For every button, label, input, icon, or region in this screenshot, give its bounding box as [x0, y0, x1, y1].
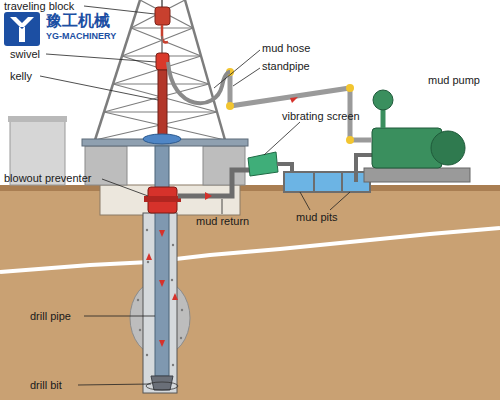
- part-label: traveling block: [4, 0, 74, 12]
- flow-arrows: [146, 230, 178, 347]
- leader-line: [102, 179, 148, 196]
- standpipe: [230, 72, 372, 140]
- substructure: [203, 146, 245, 185]
- rotary-table: [143, 134, 181, 144]
- brand-name: YG-MACHINERY: [46, 32, 116, 42]
- part-label: drill bit: [30, 379, 62, 391]
- part-label: mud pump: [428, 74, 480, 86]
- cellar: [100, 185, 240, 215]
- part-label: standpipe: [262, 60, 310, 72]
- leader-line: [300, 192, 310, 210]
- leader-line: [78, 384, 151, 385]
- leader-line: [40, 76, 158, 100]
- part-label: kelly: [10, 70, 32, 82]
- pit-divider: [313, 172, 315, 192]
- bop-flange: [144, 196, 181, 202]
- drill-bit: [151, 376, 173, 390]
- derrick-brace: [140, 0, 193, 28]
- cutting: [146, 229, 148, 231]
- part-label: drill pipe: [30, 310, 71, 322]
- part-label: mud hose: [262, 42, 310, 54]
- ground: [0, 185, 500, 400]
- part-label: mud return: [196, 215, 249, 227]
- leader-line: [84, 316, 155, 317]
- pipe-elbow: [226, 102, 234, 110]
- leader-lines: [40, 6, 350, 385]
- flow-arrow: [290, 97, 298, 103]
- cutting: [181, 309, 183, 311]
- cutting: [172, 244, 174, 246]
- flow-arrow: [205, 192, 212, 200]
- part-label: vibrating screen: [282, 110, 360, 122]
- logo-glyph: [10, 17, 34, 42]
- flow-arrow: [159, 230, 165, 237]
- flow-arrow: [172, 293, 178, 300]
- pipe-elbow: [346, 136, 354, 144]
- flow-arrow: [159, 340, 165, 347]
- derrick-brace: [122, 28, 193, 56]
- pulsation-dampener: [373, 90, 393, 110]
- derrick-brace: [104, 84, 209, 112]
- kelly: [158, 70, 167, 140]
- cutting: [171, 279, 173, 281]
- cutting: [147, 261, 149, 263]
- hook: [162, 25, 168, 42]
- bail: [161, 36, 163, 54]
- part-label: mud pits: [296, 211, 338, 223]
- derrick-brace: [131, 0, 185, 28]
- pipe-elbow: [346, 84, 354, 92]
- cutting: [146, 354, 148, 356]
- return-pipe: [178, 170, 250, 196]
- leader-line: [264, 122, 300, 155]
- cutting: [139, 329, 141, 331]
- logo-mark: [4, 12, 40, 46]
- pump-flywheel: [431, 131, 465, 165]
- leader-line: [222, 199, 223, 214]
- leader-line: [46, 54, 156, 62]
- part-label: blowout preventer: [4, 172, 91, 184]
- leader-line: [233, 68, 260, 86]
- building-roof: [8, 116, 67, 122]
- ground-surface: [0, 185, 500, 191]
- cutting: [180, 337, 182, 339]
- traveling-block: [155, 7, 170, 25]
- derrick: [95, 0, 225, 140]
- flow-arrow: [146, 253, 152, 260]
- pit-divider: [341, 172, 343, 192]
- ground-break: [0, 228, 500, 272]
- brand-name: 豫工机械: [46, 12, 110, 30]
- rotation-arrow: [146, 382, 178, 390]
- drill-pipe: [155, 146, 169, 376]
- flow-arrow: [159, 280, 165, 287]
- cutting: [172, 364, 174, 366]
- cutting: [137, 299, 139, 301]
- part-label: swivel: [10, 48, 40, 60]
- leader-line: [214, 50, 260, 88]
- pump-riser: [381, 108, 386, 128]
- vibrating-screen: [248, 152, 278, 176]
- leader-line: [330, 192, 350, 210]
- derrick-leg: [185, 0, 225, 140]
- pump-base: [364, 168, 470, 182]
